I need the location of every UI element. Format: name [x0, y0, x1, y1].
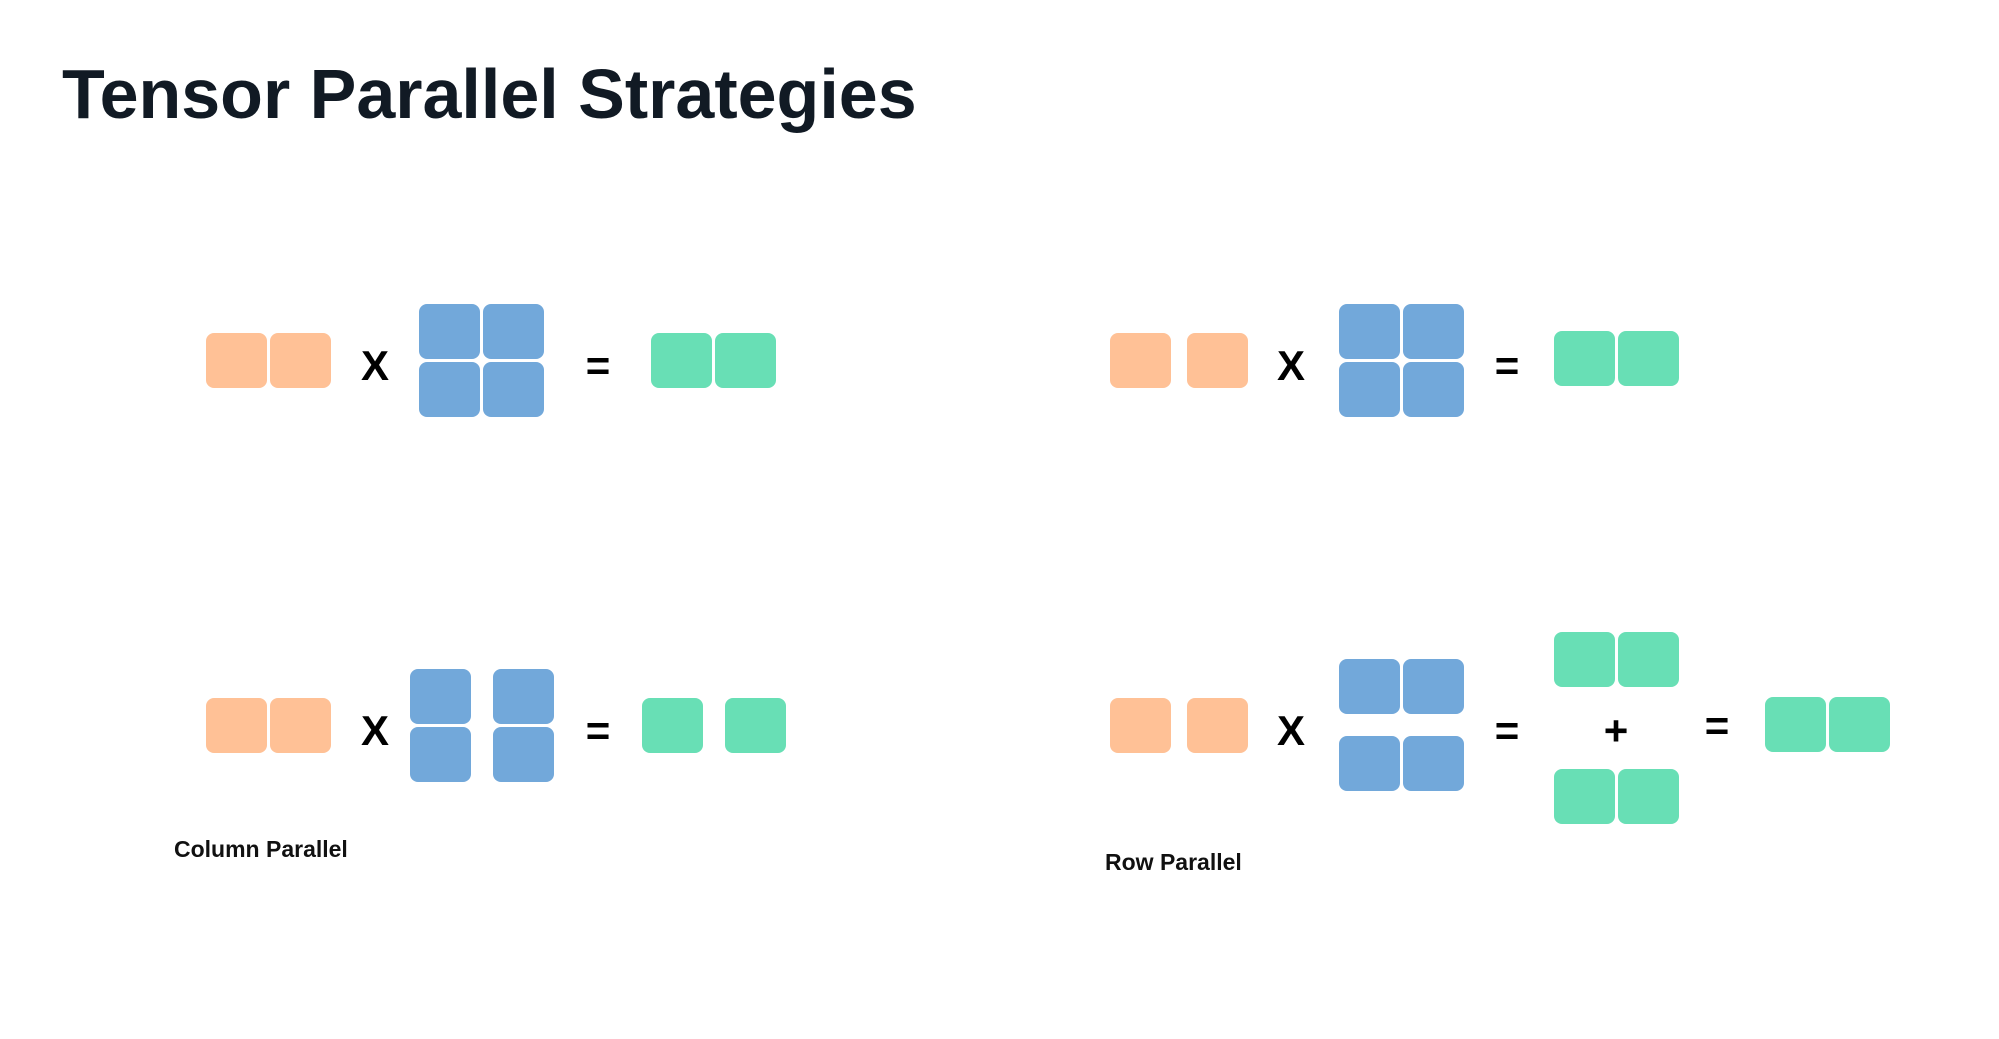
equals-operator: = — [1494, 707, 1520, 754]
partial-output-block — [1554, 632, 1615, 687]
weight-block — [1339, 659, 1400, 714]
weight-block — [1339, 362, 1400, 417]
input-block — [206, 333, 267, 388]
equals-operator: = — [1704, 702, 1730, 749]
weight-block — [483, 304, 544, 359]
output-block — [1554, 331, 1615, 386]
multiply-operator: X — [360, 707, 390, 754]
output-block — [642, 698, 703, 753]
weight-block — [410, 727, 471, 782]
output-block — [1765, 697, 1826, 752]
column-parallel-label: Column Parallel — [174, 836, 348, 862]
output-block — [715, 333, 776, 388]
input-block — [1110, 698, 1171, 753]
output-block — [725, 698, 786, 753]
input-block — [1110, 333, 1171, 388]
equals-operator: = — [585, 342, 611, 389]
weight-block — [493, 727, 554, 782]
output-block — [651, 333, 712, 388]
weight-block — [1403, 659, 1464, 714]
multiply-operator: X — [360, 342, 390, 389]
page-title: Tensor Parallel Strategies — [62, 55, 917, 133]
weight-block — [419, 362, 480, 417]
input-block — [270, 333, 331, 388]
weight-block — [1339, 736, 1400, 791]
weight-block — [419, 304, 480, 359]
input-block — [206, 698, 267, 753]
partial-output-block — [1618, 769, 1679, 824]
weight-block — [1403, 736, 1464, 791]
multiply-operator: X — [1276, 707, 1306, 754]
output-block — [1618, 331, 1679, 386]
equals-operator: = — [585, 707, 611, 754]
plus-operator: + — [1603, 707, 1629, 754]
row-parallel-label: Row Parallel — [1105, 849, 1242, 875]
input-block — [1187, 333, 1248, 388]
weight-block — [410, 669, 471, 724]
weight-block — [1339, 304, 1400, 359]
input-block — [270, 698, 331, 753]
weight-block — [493, 669, 554, 724]
weight-block — [1403, 304, 1464, 359]
weight-block — [1403, 362, 1464, 417]
partial-output-block — [1554, 769, 1615, 824]
multiply-operator: X — [1276, 342, 1306, 389]
equals-operator: = — [1494, 342, 1520, 389]
weight-block — [483, 362, 544, 417]
input-block — [1187, 698, 1248, 753]
partial-output-block — [1618, 632, 1679, 687]
output-block — [1829, 697, 1890, 752]
